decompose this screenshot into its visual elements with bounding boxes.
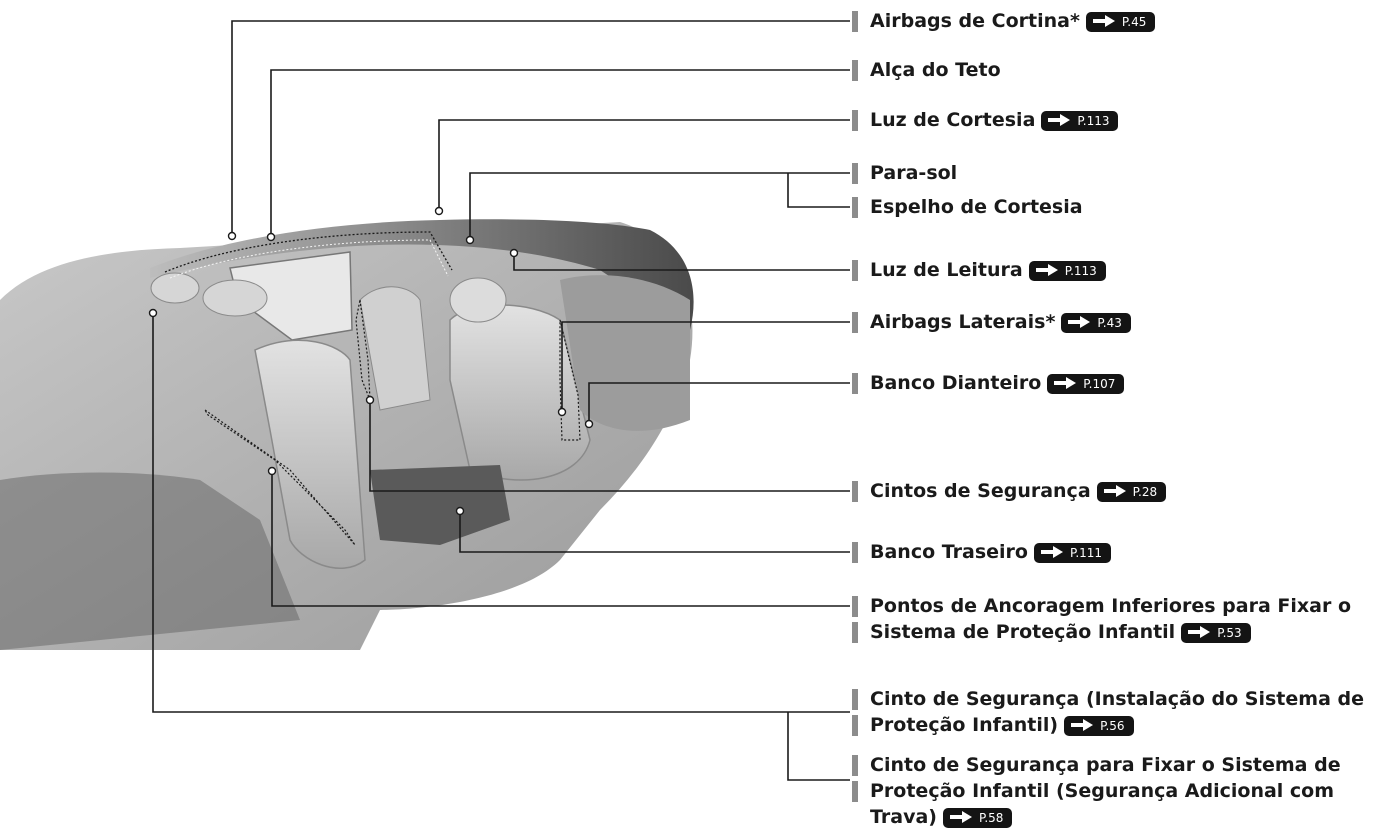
page-ref-badge[interactable]: P.58 <box>942 808 1013 828</box>
arrow-right-icon <box>1054 377 1077 389</box>
rear-seat-back <box>254 339 366 570</box>
arrow-right-icon <box>1048 114 1071 126</box>
arrow-right-icon <box>1103 485 1126 497</box>
page-ref-badge[interactable]: P.43 <box>1061 313 1131 333</box>
callout-dots <box>148 206 594 516</box>
arrow-right-icon <box>1068 316 1091 328</box>
arrow-right-icon <box>1035 264 1058 276</box>
page-ref-badge[interactable]: P.107 <box>1047 374 1125 394</box>
page-ref-badge[interactable]: P.111 <box>1033 543 1112 563</box>
label-cinto-fixar-trava: Cinto de Segurança para Fixar o Sistema … <box>852 752 1341 830</box>
arrow-right-icon <box>1040 546 1063 558</box>
arrow-right-icon <box>949 811 972 823</box>
arrow-right-icon <box>1188 626 1211 638</box>
label-cinto-instalacao: Cinto de Segurança (Instalação do Sistem… <box>852 686 1364 738</box>
arrow-right-icon <box>1092 15 1115 27</box>
label-pontos-ancoragem: Pontos de Ancoragem Inferiores para Fixa… <box>852 593 1351 645</box>
callout-lines <box>152 20 850 781</box>
page-ref-badge[interactable]: P.45 <box>1085 12 1156 32</box>
label-airbags-laterais: Airbags Laterais*P.43 <box>852 309 1131 335</box>
page-ref-badge[interactable]: P.113 <box>1041 111 1119 131</box>
page-ref-badge[interactable]: P.28 <box>1096 482 1167 502</box>
page-ref-badge[interactable]: P.56 <box>1064 716 1134 736</box>
roof-headliner <box>150 219 694 330</box>
label-airbags-cortina: Airbags de Cortina*P.45 <box>852 8 1156 34</box>
label-espelho-cortesia: Espelho de Cortesia <box>852 194 1083 220</box>
page-ref-badge[interactable]: P.53 <box>1181 623 1251 643</box>
label-alca-teto: Alça do Teto <box>852 57 1001 83</box>
page-ref-badge[interactable]: P.113 <box>1028 261 1106 281</box>
label-para-sol: Para-sol <box>852 160 957 186</box>
arrow-right-icon <box>1071 719 1094 731</box>
